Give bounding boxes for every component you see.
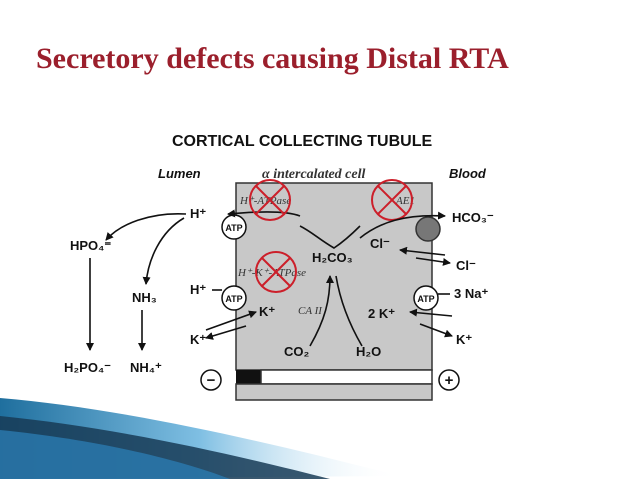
k-lumen-arrow-2 [205,325,247,340]
atp-pump-middle-label: ATP [225,294,242,304]
cl-inside-label: Cl⁻ [370,236,390,251]
slide-title: Secretory defects causing Distal RTA [36,42,509,75]
h2co3-label: H₂CO₃ [312,250,353,265]
defect-x-ae1 [371,179,413,221]
hco3-label: HCO₃⁻ [452,210,494,225]
plus-sign-circle [438,369,460,391]
h-to-nh3-arrow [142,217,185,285]
lumen-label: Lumen [158,166,201,181]
blood-label: Blood [449,166,487,181]
nh4-label: NH₄⁺ [130,360,162,375]
cl-blood-label: Cl⁻ [456,258,476,273]
h-atpase-label: H⁺-ATPase [239,195,291,207]
cell-label: α intercalated cell [262,167,365,182]
k-blood-label: K⁺ [456,332,472,347]
h2o-to-h2co3-arrow [335,275,363,347]
k-blood-arrow-2 [419,323,453,338]
h2co3-split-arrow [299,225,361,249]
h-k-atpase-label: H⁺-K⁺-ATPase [237,267,306,279]
atp-pump-right-label: ATP [417,294,434,304]
co2-to-h2co3-arrow [309,275,334,347]
k-left-label: K⁺ [190,332,206,347]
co2-label: CO₂ [284,344,310,359]
h-top-label: H⁺ [190,206,206,221]
plus-sign: + [445,372,454,389]
k-blood-arrow [409,308,453,317]
cl-arrow-bottom [415,257,451,266]
next-cell [235,383,433,401]
minus-sign: − [207,372,216,389]
h-to-hpo4-arrow [105,213,187,241]
intercalated-cell [235,182,433,371]
h-arrow-top-to-lumen [227,209,301,218]
ae1-exchanger [415,216,441,242]
k-lumen-arrow [205,310,257,331]
k-inside-label: K⁺ [259,304,275,319]
cl-arrow-top [399,246,446,256]
atp-pump-top-label: ATP [225,223,242,233]
atp-pump-middle [221,285,247,311]
defect-x-h-atpase [249,179,291,221]
atp-pump-right [413,285,439,311]
hpo4-label: HPO₄⁼ [70,238,111,253]
na-label: 3 Na⁺ [454,286,488,301]
decorative-swoosh [0,398,400,479]
h2o-label: H₂O [356,344,381,359]
h-mid-label: H⁺ [190,282,206,297]
h2po4-label: H₂PO₄⁻ [64,360,111,375]
neighbor-cell [260,369,433,385]
ca2-label: CA II [298,305,323,317]
tight-junction [236,370,261,384]
defect-x-h-k-atpase [255,251,297,293]
hco3-arrow-to-blood [359,211,446,239]
nh3-label: NH₃ [132,290,157,305]
k-inside-right-label: 2 K⁺ [368,306,395,321]
minus-sign-circle [200,369,222,391]
ae1-label: AE1 [395,195,415,207]
diagram-header: CORTICAL COLLECTING TUBULE [172,133,432,150]
